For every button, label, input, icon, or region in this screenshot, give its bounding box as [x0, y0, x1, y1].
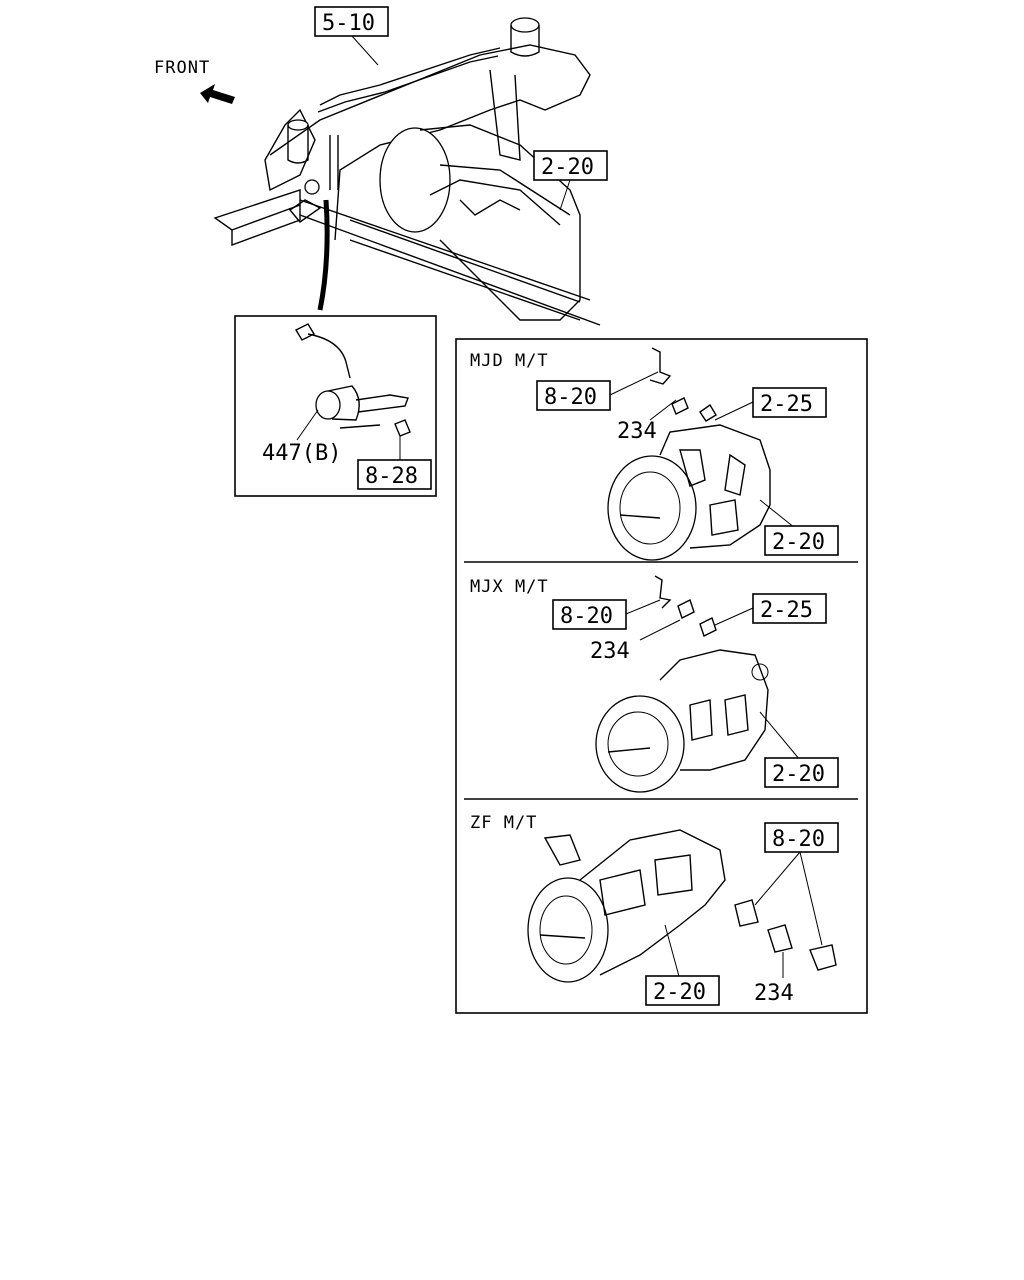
leader-line	[296, 409, 319, 441]
callout-box-bolt	[357, 459, 432, 490]
callout-box-harness	[752, 593, 827, 624]
callout-box-transmission	[764, 525, 839, 556]
harness-ref: 2-25	[760, 598, 813, 623]
callout-box-harness	[752, 387, 827, 418]
harness-ref: 2-25	[760, 392, 813, 417]
callout-box-transmission	[764, 757, 839, 788]
callout-box-transmission	[645, 975, 720, 1006]
switch-part: 234	[754, 981, 794, 1006]
leader-line	[639, 619, 681, 641]
callout-frame-ref: 5-10	[322, 11, 375, 36]
switch-part: 234	[590, 639, 630, 664]
bracket-ref: 8-20	[560, 604, 613, 629]
front-arrow-icon	[200, 84, 235, 104]
switch-part-number: 447(B)	[262, 441, 341, 466]
callout-box-frame	[314, 6, 389, 37]
switch-illustration	[295, 323, 411, 437]
leader-line	[714, 607, 754, 626]
callout-box-transmission	[533, 150, 608, 181]
leader-line	[759, 499, 796, 529]
leader-line	[351, 35, 379, 66]
callout-box-bracket	[536, 380, 611, 411]
transmission-ref: 2-20	[653, 980, 706, 1005]
variant-title: MJD M/T	[470, 351, 549, 371]
bolt-ref: 8-28	[365, 464, 418, 489]
callout-transmission-ref: 2-20	[541, 155, 594, 180]
front-label: FRONT	[154, 58, 210, 78]
zf-transmission-illustration	[527, 829, 837, 983]
mjx-transmission-illustration	[595, 575, 769, 793]
callout-box-bracket	[764, 822, 839, 853]
callout-box-bracket	[552, 599, 627, 630]
variant-title: ZF M/T	[470, 813, 537, 833]
transmission-ref: 2-20	[772, 762, 825, 787]
variant-title: MJX M/T	[470, 577, 549, 597]
switch-part: 234	[617, 419, 657, 444]
leader-line	[625, 599, 661, 615]
bracket-ref: 8-20	[772, 827, 825, 852]
leader-line	[759, 711, 801, 761]
leader-line	[559, 179, 571, 211]
leader-line	[664, 924, 681, 981]
leader-line	[714, 401, 754, 421]
leader-line	[609, 371, 659, 396]
leader-line	[754, 851, 823, 946]
transmission-ref: 2-20	[772, 530, 825, 555]
variants-panel	[455, 338, 868, 1014]
chassis-illustration	[213, 17, 601, 326]
bracket-ref: 8-20	[544, 385, 597, 410]
mjd-transmission-illustration	[607, 347, 771, 561]
leader-line	[649, 399, 677, 421]
